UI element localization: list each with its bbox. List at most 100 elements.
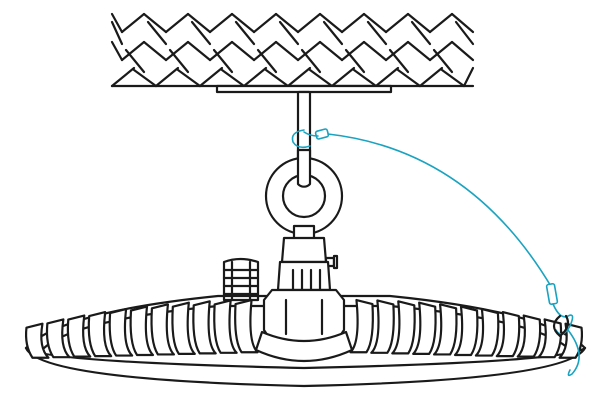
hatch-stroke: [242, 66, 268, 88]
hatch-stroke: [142, 40, 168, 62]
hatch-stroke: [362, 40, 388, 62]
hatch-stroke: [154, 66, 180, 88]
heatsink-fin: [370, 299, 395, 354]
hatch-stroke: [124, 48, 146, 74]
ceiling: [110, 12, 475, 88]
hatch-stroke: [450, 12, 475, 34]
hatch-stroke: [454, 20, 475, 46]
hatch-stroke: [274, 40, 300, 62]
cable-gland: [222, 257, 260, 302]
safety-cable: [291, 128, 580, 377]
hatch-stroke: [256, 48, 278, 74]
hatch-stroke: [352, 68, 378, 88]
hatch-stroke: [252, 40, 278, 62]
hatch-stroke: [374, 66, 400, 88]
heatsink-fin: [516, 314, 542, 358]
hatch-stroke: [164, 40, 190, 62]
hatch-stroke: [220, 68, 246, 88]
hatch-stroke: [308, 68, 334, 88]
hatch-stroke: [110, 12, 124, 34]
heatsink-fin: [412, 301, 437, 356]
hatch-stroke: [330, 66, 356, 88]
hatch-stroke: [274, 12, 300, 34]
hatch-stroke: [366, 20, 388, 46]
hatch-stroke: [230, 40, 256, 62]
hatch-stroke: [234, 20, 256, 46]
hatch-stroke: [208, 40, 234, 62]
hatch-stroke: [406, 12, 432, 34]
eye-bolt: [264, 148, 344, 236]
fixture-neck: [276, 224, 339, 292]
hatch-stroke: [432, 48, 454, 74]
hatch-stroke: [252, 12, 278, 34]
hatch-stroke: [300, 48, 322, 74]
heatsink-fin: [432, 303, 458, 356]
hatch-stroke: [264, 68, 290, 88]
hatch-stroke: [410, 20, 432, 46]
heatsink-fin: [66, 314, 92, 358]
hatch-stroke: [168, 48, 190, 74]
hatch-stroke: [110, 20, 124, 46]
hatch-stroke: [440, 68, 466, 88]
hatch-stroke: [384, 40, 410, 62]
hatch-stroke: [450, 40, 475, 62]
hatch-stroke: [164, 12, 190, 34]
hatch-stroke: [142, 12, 168, 34]
hatch-stroke: [362, 12, 388, 34]
heatsink-body: [24, 288, 587, 388]
hatch-stroke: [146, 20, 168, 46]
hatch-stroke: [418, 66, 444, 88]
heatsink-fins: [24, 298, 584, 359]
hatch-stroke: [198, 66, 224, 88]
hatch-stroke: [396, 68, 422, 88]
hatch-stroke: [286, 66, 312, 88]
heatsink-fin: [349, 298, 374, 354]
heatsink-fin: [474, 307, 500, 357]
heatsink-fin: [150, 303, 176, 356]
hatch-stroke: [340, 40, 366, 62]
bottom-crimp: [545, 282, 559, 306]
hatch-stroke: [190, 20, 212, 46]
heatsink-fin: [108, 307, 134, 357]
heatsink-fin: [24, 322, 50, 359]
ceiling-hatching: [110, 12, 475, 88]
hatch-stroke: [278, 20, 300, 46]
hatch-stroke: [186, 40, 212, 62]
top-crimp: [314, 128, 330, 140]
hatch-stroke: [406, 40, 432, 62]
hatch-stroke: [120, 12, 146, 34]
hatch-stroke: [388, 48, 410, 74]
heatsink-fin: [87, 310, 113, 358]
hatch-stroke: [462, 66, 475, 88]
hatch-stroke: [212, 48, 234, 74]
heatsink-fin: [453, 305, 479, 357]
heatsink-fin: [192, 300, 217, 355]
hatch-stroke: [428, 40, 454, 62]
hatch-stroke: [296, 40, 322, 62]
hatch-stroke: [230, 12, 256, 34]
heatsink-fin: [495, 310, 521, 358]
heatsink-fin: [213, 299, 238, 354]
hatch-stroke: [428, 12, 454, 34]
hatch-stroke: [322, 20, 344, 46]
hatch-stroke: [186, 12, 212, 34]
hatch-stroke: [318, 12, 344, 34]
hatch-stroke: [110, 40, 124, 62]
hatch-stroke: [296, 12, 322, 34]
hatch-stroke: [120, 40, 146, 62]
hatch-stroke: [208, 12, 234, 34]
heatsink-fin: [45, 318, 71, 359]
heatsink-fin: [234, 298, 259, 354]
heatsink-fin: [129, 305, 155, 357]
hatch-stroke: [110, 66, 136, 88]
heatsink-fin: [171, 301, 196, 356]
hatch-stroke: [344, 48, 366, 74]
hatch-stroke: [176, 68, 202, 88]
hatch-stroke: [318, 40, 344, 62]
heatsink-fin: [558, 322, 584, 359]
heatsink-fin: [391, 300, 416, 355]
hatch-stroke: [384, 12, 410, 34]
hatch-stroke: [340, 12, 366, 34]
hatch-stroke: [132, 68, 158, 88]
